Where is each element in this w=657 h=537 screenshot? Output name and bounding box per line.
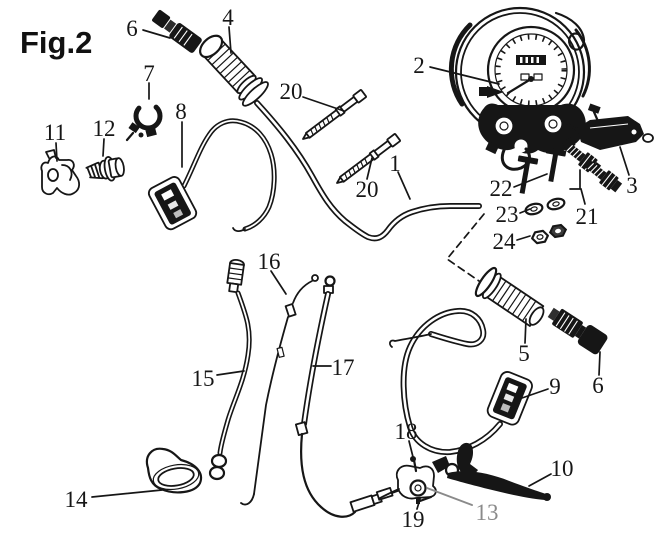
speedometer-drawing [448, 6, 591, 171]
callout-20-low: 20 [356, 177, 379, 202]
callout-15: 15 [192, 366, 215, 391]
leader-lever-pivot [426, 487, 473, 506]
left-switch-drawing [147, 118, 277, 233]
callout-21: 21 [576, 204, 599, 229]
callout-19: 19 [402, 507, 425, 532]
leader-bolt-lower [366, 157, 373, 180]
throttle-grip-drawing [474, 266, 545, 327]
bracket-drawing [564, 103, 654, 150]
callout-5: 5 [518, 341, 530, 366]
clamp-drawing [125, 101, 163, 142]
leader-left-grip [228, 26, 232, 54]
callout-2: 2 [413, 53, 425, 78]
leader-bar-end-left [142, 29, 171, 39]
leader-rubber-boot [91, 489, 163, 498]
leader-throttle-grip [524, 318, 527, 344]
leader-speedometer [429, 66, 500, 85]
bolt-pair-drawing [564, 142, 623, 193]
left-grip-drawing [199, 34, 269, 107]
nuts-drawing [531, 223, 568, 245]
callout-11: 11 [44, 120, 66, 145]
callout-23: 23 [496, 202, 519, 227]
brake-lever-drawing [432, 442, 551, 501]
right-switch-drawing [388, 307, 533, 456]
callout-10: 10 [551, 456, 574, 481]
callout-12: 12 [93, 116, 116, 141]
leader-lower-screw [416, 498, 421, 510]
flange-bolt-drawing [85, 156, 125, 182]
t-bolts-drawing [517, 147, 567, 194]
leader-flange-bolt [102, 138, 105, 157]
bolt-lower-drawing [336, 133, 401, 184]
callout-14: 14 [65, 487, 89, 512]
callout-17: 17 [332, 355, 355, 380]
handlebar-drawing [254, 100, 482, 242]
lever-pivot-drawing [379, 456, 437, 504]
leader-cable-guide [55, 142, 58, 162]
figure-title: Fig.2 [20, 25, 92, 60]
callout-4: 4 [222, 5, 234, 30]
leader-cable-left [216, 370, 245, 376]
callout-6-right: 6 [592, 373, 604, 398]
assembly-dashed-line [445, 213, 485, 282]
bar-end-left-drawing [152, 9, 202, 53]
callout-6-left: 6 [126, 16, 138, 41]
rubber-boot-drawing [145, 447, 203, 494]
leader-nuts [516, 235, 531, 241]
leader-bracket [619, 146, 630, 176]
callout-22: 22 [490, 176, 513, 201]
callout-8: 8 [175, 99, 187, 124]
leader-right-switch [521, 388, 549, 399]
leader-brake-lever [528, 473, 552, 487]
leader-washers [519, 208, 531, 214]
washers-drawing [524, 197, 566, 216]
callout-20-up: 20 [280, 79, 303, 104]
callout-9: 9 [549, 374, 561, 399]
leader-t-bolts [513, 173, 548, 188]
cable-guide-drawing [40, 149, 81, 196]
cable-right-drawing [294, 275, 404, 518]
leader-upper-screw [408, 440, 414, 458]
leader-bar-end-right [598, 351, 601, 376]
leader-handlebar [397, 171, 411, 200]
callout-18: 18 [395, 419, 418, 444]
callout-16: 16 [258, 249, 281, 274]
leader-cable-middle [270, 270, 287, 295]
callout-1: 1 [389, 151, 401, 176]
callout-7: 7 [143, 61, 155, 86]
callout-13: 13 [476, 500, 499, 525]
leader-bolt-pair [569, 169, 586, 205]
bar-end-right-drawing [547, 307, 608, 355]
cable-middle-drawing [240, 274, 319, 506]
callout-3: 3 [626, 173, 638, 198]
leader-bolt-upper [302, 96, 345, 112]
cable-left-drawing [208, 259, 252, 481]
callout-24: 24 [493, 229, 517, 254]
bolt-upper-drawing [302, 89, 367, 140]
